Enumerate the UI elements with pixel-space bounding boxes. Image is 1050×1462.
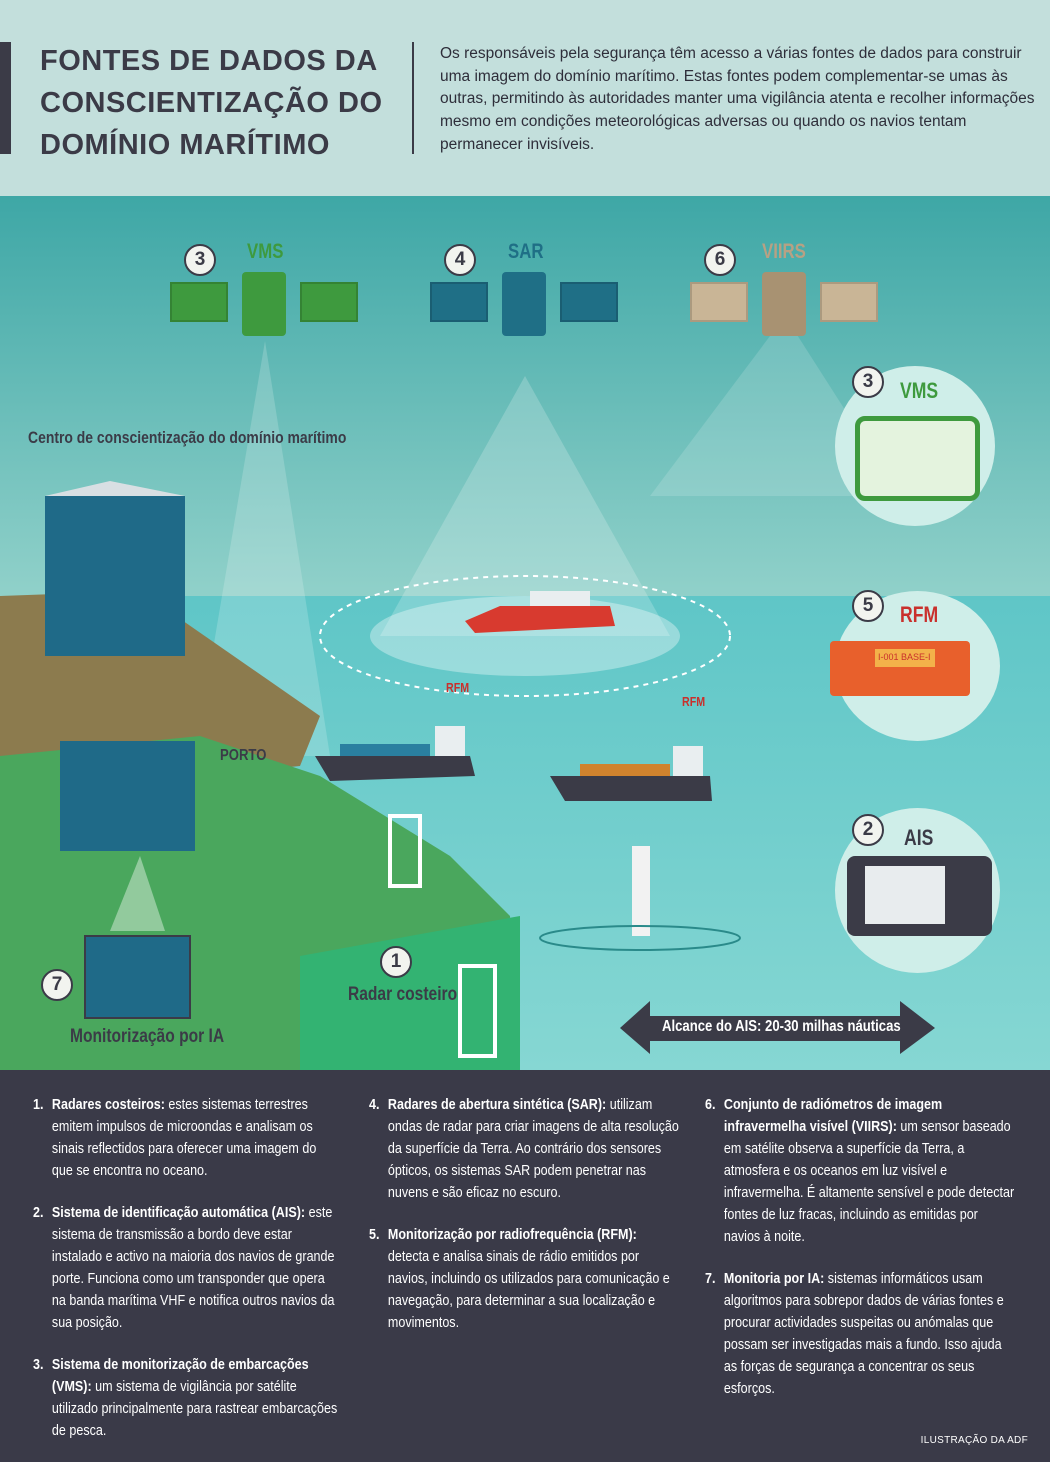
lighthouse xyxy=(632,846,650,936)
vms-terminal-icon xyxy=(855,416,980,501)
patrol-ship-cabin xyxy=(530,591,590,606)
sar-beam xyxy=(380,376,670,636)
note-item: 1. Radares costeiros: estes sistemas terr… xyxy=(33,1094,338,1182)
radar-tower-2 xyxy=(458,964,497,1058)
notes-column-2: 4. Radares de abertura sintética (SAR): u… xyxy=(369,1094,680,1354)
note-text: utilizam ondas de radar para criar image… xyxy=(387,1097,679,1201)
scene-art xyxy=(0,316,935,1070)
satellite-label: VIIRS xyxy=(762,240,806,263)
note-number: 6. xyxy=(705,1097,716,1113)
number-badge: 2 xyxy=(852,814,884,846)
note-title: Sistema de identificação automática (AIS… xyxy=(51,1205,306,1221)
note-number: 2. xyxy=(33,1205,44,1221)
satellite-label: SAR xyxy=(508,240,544,263)
solar-panel xyxy=(560,282,618,322)
note-title: Radares costeiros: xyxy=(51,1097,165,1113)
land-green-2 xyxy=(300,916,520,1070)
solar-panel xyxy=(820,282,878,322)
range-label: Alcance do AIS: 20-30 milhas náuticas xyxy=(662,1018,901,1035)
number-badge: 3 xyxy=(184,244,216,276)
rfm-device: I-001 BASE-I xyxy=(830,591,1000,741)
ai-monitor xyxy=(84,935,191,1019)
notes-column-1: 1. Radares costeiros: estes sistemas terr… xyxy=(33,1094,338,1462)
note-item: 4. Radares de abertura sintética (SAR): u… xyxy=(369,1094,680,1204)
satellite-body xyxy=(762,272,806,336)
vms-label: VMS xyxy=(900,378,939,403)
note-text: sistemas informáticos usam algoritmos pa… xyxy=(723,1271,1004,1397)
note-title: Monitorização por radiofrequência (RFM): xyxy=(387,1227,637,1243)
note-item: 7. Monitoria por IA: sistemas informático… xyxy=(705,1268,1016,1400)
center-label: Centro de conscientização do domínio mar… xyxy=(28,428,347,447)
note-text: um sensor baseado em satélite observa a … xyxy=(723,1119,1015,1245)
note-text: este sistema de transmissão a bordo deve… xyxy=(51,1205,335,1331)
accent-bar xyxy=(0,42,11,154)
note-title: Sistema de monitorização de embarcações … xyxy=(51,1357,309,1395)
note-number: 5. xyxy=(369,1227,380,1243)
satellite-body xyxy=(242,272,286,336)
note-number: 1. xyxy=(33,1097,44,1113)
legend-notes: 1. Radares costeiros: estes sistemas terr… xyxy=(0,1070,1050,1462)
cargo-ship-2 xyxy=(550,776,712,801)
number-badge: 5 xyxy=(852,590,884,622)
note-number: 3. xyxy=(33,1357,44,1373)
number-badge: 7 xyxy=(41,969,73,1001)
building-port xyxy=(60,741,195,851)
note-number: 7. xyxy=(705,1271,716,1287)
vms-beam xyxy=(195,341,330,756)
intro-text: Os responsáveis pela segurança têm acess… xyxy=(440,45,1035,153)
radar-tower-1 xyxy=(388,814,422,888)
ais-label: AIS xyxy=(904,825,934,850)
vms-device xyxy=(835,366,995,526)
note-text: detecta e analisa sinais de rádio emitid… xyxy=(387,1249,670,1331)
number-badge: 6 xyxy=(704,244,736,276)
ais-device xyxy=(835,808,1000,973)
solar-panel xyxy=(690,282,748,322)
rfm-ship-label: RFM xyxy=(682,694,706,709)
radio-icon: I-001 BASE-I xyxy=(830,641,970,696)
note-item: 2. Sistema de identificação automática (A… xyxy=(33,1202,338,1334)
rfm-label: RFM xyxy=(900,602,939,627)
cargo-ship-1 xyxy=(315,756,475,781)
page-title: FONTES DE DADOS DA CONSCIENTIZAÇÃO DO DO… xyxy=(40,45,383,161)
range-arrow xyxy=(620,1001,935,1054)
number-badge: 3 xyxy=(852,366,884,398)
note-item: 6. Conjunto de radiómetros de imagem infr… xyxy=(705,1094,1016,1248)
radio-display: I-001 BASE-I xyxy=(875,649,935,667)
building-center xyxy=(45,496,185,656)
illustration-credit: ILUSTRAÇÃO DA ADF xyxy=(920,1435,1028,1446)
notes-column-3: 6. Conjunto de radiómetros de imagem infr… xyxy=(705,1094,1016,1420)
solar-panel xyxy=(300,282,358,322)
header: FONTES DE DADOS DA CONSCIENTIZAÇÃO DO DO… xyxy=(0,0,1050,196)
patrol-ship xyxy=(465,606,615,633)
note-text: estes sistemas terrestres emitem impulso… xyxy=(51,1097,317,1179)
illustration: 3 VMS 4 SAR 6 VIIRS Centro de conscienti… xyxy=(0,196,1050,1070)
number-badge: 1 xyxy=(380,946,412,978)
rfm-ship-label: RFM xyxy=(446,680,470,695)
satellite-label: VMS xyxy=(247,240,284,263)
number-badge: 4 xyxy=(444,244,476,276)
note-text: um sistema de vigilância por satélite ut… xyxy=(51,1379,338,1439)
note-title: Monitoria por IA: xyxy=(723,1271,825,1287)
ais-range-ring xyxy=(319,575,731,697)
solar-panel xyxy=(170,282,228,322)
note-title: Radares de abertura sintética (SAR): xyxy=(387,1097,607,1113)
note-item: 5. Monitorização por radiofrequência (RFM… xyxy=(369,1224,680,1334)
note-number: 4. xyxy=(369,1097,380,1113)
port-label: PORTO xyxy=(220,747,267,764)
divider xyxy=(412,42,414,154)
satellite-body xyxy=(502,272,546,336)
ais-transponder-icon xyxy=(847,856,992,936)
ai-label: Monitorização por IA xyxy=(70,1026,225,1047)
radar-label: Radar costeiro xyxy=(348,984,458,1005)
note-item: 3. Sistema de monitorização de embarcaçõe… xyxy=(33,1354,338,1442)
note-title: Conjunto de radiómetros de imagem infrav… xyxy=(723,1097,943,1135)
solar-panel xyxy=(430,282,488,322)
